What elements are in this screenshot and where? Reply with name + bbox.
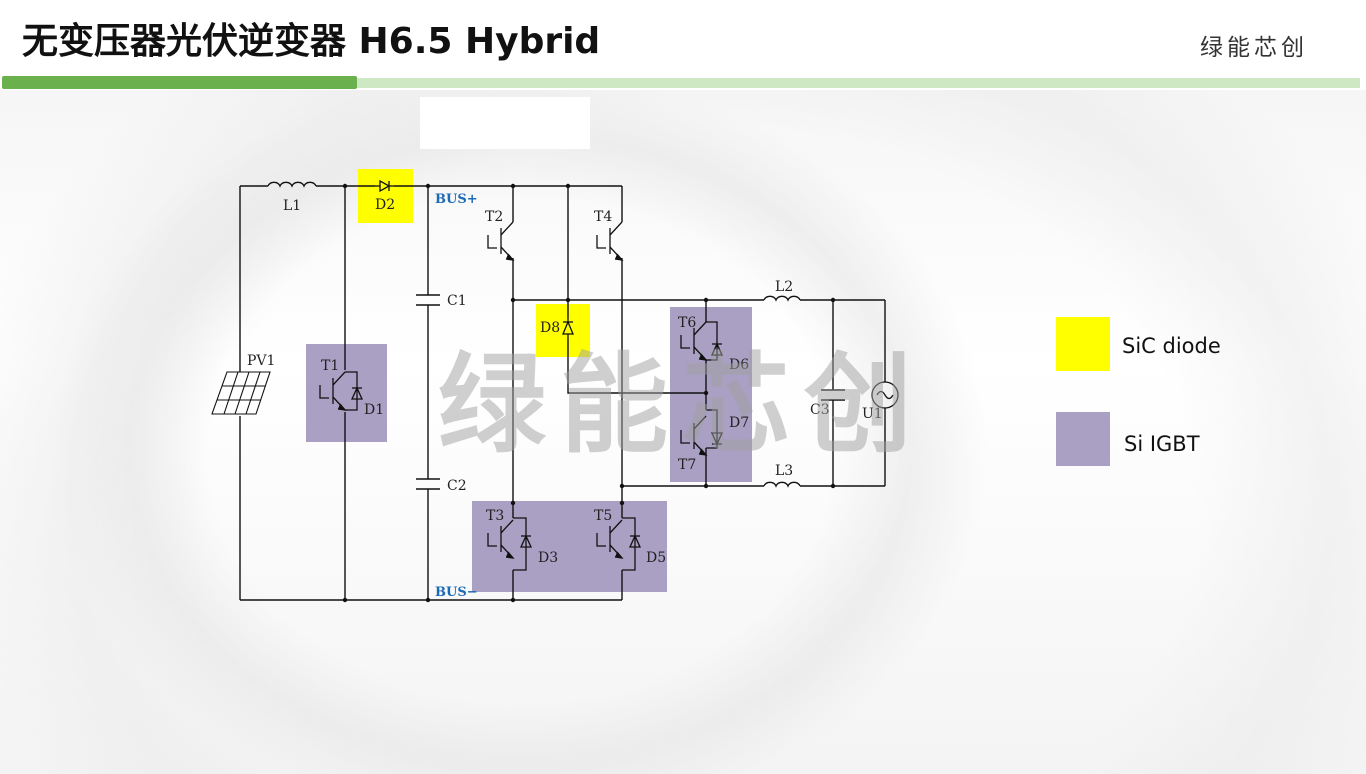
highlight-regions (306, 169, 752, 592)
capacitor-symbols (416, 294, 845, 490)
label-d8: D8 (540, 320, 560, 336)
igbt-t7-symbol (680, 409, 724, 456)
junction-dots (342, 183, 836, 603)
legend-swatch-si-igbt (1056, 412, 1110, 466)
label-t3: T3 (486, 508, 504, 524)
blank-box (420, 97, 590, 149)
highlight-t6t7-igbt (670, 307, 752, 482)
label-c1: C1 (447, 293, 467, 309)
legend-label-si-igbt: Si IGBT (1124, 432, 1200, 456)
label-u1: U1 (862, 406, 883, 422)
label-pv1: PV1 (247, 353, 275, 369)
label-l1: L1 (283, 198, 301, 214)
label-d7: D7 (729, 415, 749, 431)
brand-logo-text: 绿能芯创 (1200, 35, 1308, 61)
legend-swatch-sic (1056, 317, 1110, 371)
ac-source-u1-symbol (871, 381, 899, 409)
label-t2: T2 (485, 209, 503, 225)
legend-label-sic: SiC diode (1122, 334, 1221, 358)
label-t4: T4 (594, 209, 612, 225)
label-t6: T6 (678, 315, 696, 331)
label-l2: L2 (775, 279, 793, 295)
igbt-t3-symbol (487, 517, 533, 571)
label-l3: L3 (775, 463, 793, 479)
igbt-t6-symbol (680, 321, 724, 361)
label-c3: C3 (810, 402, 830, 418)
title-underline-accent (2, 76, 357, 89)
label-t1: T1 (321, 358, 339, 374)
highlight-d2-sic (358, 169, 413, 223)
label-d3: D3 (538, 550, 558, 566)
label-t7: T7 (678, 457, 696, 473)
igbt-t1-symbol (319, 371, 364, 411)
slide-title: 无变压器光伏逆变器 H6.5 Hybrid (22, 21, 601, 62)
label-bus-minus: BUS− (435, 585, 478, 600)
highlight-t1-igbt (306, 344, 387, 442)
label-d5: D5 (646, 550, 666, 566)
label-t5: T5 (594, 508, 612, 524)
label-bus-plus: BUS+ (435, 192, 478, 207)
title-underline-light (2, 78, 1360, 88)
label-d6: D6 (729, 357, 749, 373)
igbt-t5-symbol (596, 517, 642, 571)
igbt-t4-symbol (596, 221, 624, 261)
diode-d2-symbol (375, 179, 394, 193)
highlight-d8-sic (536, 304, 590, 357)
watermark-text: 绿能芯创 (438, 343, 927, 468)
diode-d8-symbol (562, 318, 574, 338)
label-d1: D1 (364, 402, 384, 418)
wires (239, 181, 886, 601)
label-c2: C2 (447, 478, 467, 494)
pv-panel-symbol (211, 371, 271, 415)
label-d2: D2 (375, 197, 395, 213)
igbt-t2-symbol (487, 221, 515, 261)
